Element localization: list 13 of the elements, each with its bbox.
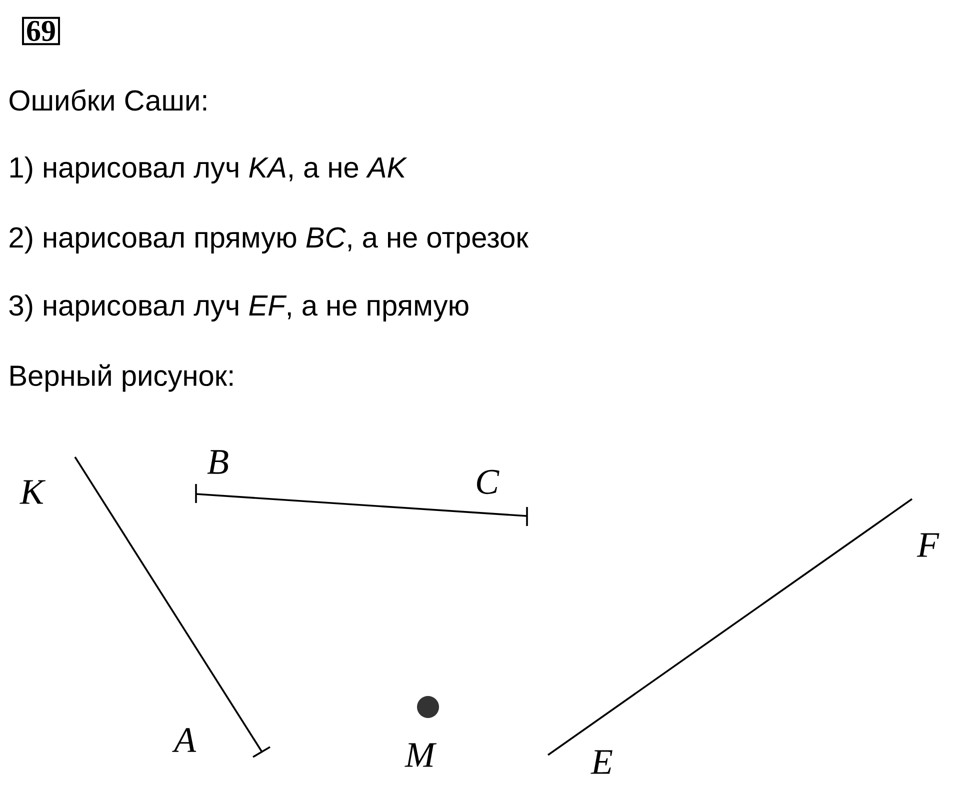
text-line: 2) нарисовал прямую BC, а не отрезок: [10, 226, 529, 254]
heading: Ошибки Саши:: [10, 89, 206, 111]
problem-number: 69: [22, 16, 60, 46]
point-label: F: [916, 533, 940, 557]
point-label: M: [404, 743, 437, 767]
point-label: E: [590, 750, 612, 774]
heading: Верный рисунок:: [10, 364, 232, 392]
point-label: B: [207, 450, 228, 474]
text-line: 1) нарисовал луч KA, а не AK: [10, 156, 408, 184]
point-label: K: [20, 480, 46, 504]
point-label: A: [172, 728, 196, 752]
text-line: 3) нарисовал луч EF, а не прямую: [9, 294, 468, 322]
point-label: C: [477, 470, 500, 494]
